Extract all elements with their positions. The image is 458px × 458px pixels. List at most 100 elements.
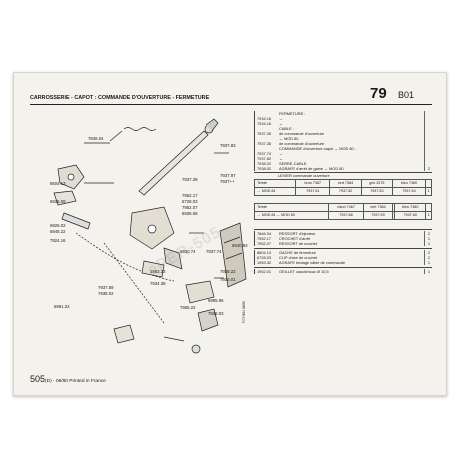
part-row: 8604.13 GACHE de fermeture 2	[255, 250, 433, 255]
callout-5: 7937.97	[220, 173, 236, 178]
part-qty: 2	[424, 166, 433, 171]
table-qty: 1	[425, 187, 432, 196]
catch-hook	[163, 247, 183, 270]
part-desc: → MOD 80	[279, 136, 299, 141]
part-desc: ↔	[279, 121, 283, 126]
part-qty	[424, 141, 433, 146]
footer: 505(D) - 06/80 Printed in France	[30, 374, 106, 384]
table-row-label: → MOD 84	[253, 187, 297, 196]
callout-11: 6935.08	[182, 211, 198, 216]
part-desc: SERRE-CABLE	[279, 161, 307, 166]
callout-26: 6995.96	[208, 298, 224, 303]
header-rule	[30, 104, 432, 105]
callout-10: 7952.07	[182, 205, 198, 210]
table-header: vert 7384	[329, 179, 362, 188]
part-ref: 7952.07	[257, 241, 272, 246]
callout-18: 1953.32	[150, 269, 166, 274]
footer-suffix: (D) - 06/80 Printed in France	[45, 379, 106, 384]
parts-list: FERMETURE :7934.16→7934.16↔CABLE :7937.3…	[253, 111, 433, 361]
lever-rib-2	[225, 252, 243, 260]
part-ref: 6728.03	[257, 255, 272, 260]
lever-rib	[223, 236, 241, 244]
part-row: 7937.82↔	[255, 156, 433, 161]
grommet	[191, 344, 201, 354]
part-row: 7934.16→	[255, 116, 433, 121]
part-qty	[424, 151, 433, 156]
hood-support-rod	[138, 130, 209, 196]
callout-7: 6935.09	[50, 199, 66, 204]
page-title: CARROSSERIE - CAPOT : COMMANDE D'OUVERTU…	[30, 95, 210, 101]
part-desc: GACHE de fermeture	[279, 250, 316, 255]
part-row: 7952.07 RESSORT de crochet 1	[255, 241, 433, 246]
part-qty: 2	[424, 250, 433, 255]
side-reference: F/79 B01 06/80	[242, 301, 246, 323]
table-header: bleu 7380	[394, 203, 427, 212]
release-lever	[219, 222, 247, 288]
callout-9: 6728.03	[182, 199, 198, 204]
part-desc: COMMANDE d'ouverture capot → MOD 80 :	[279, 146, 356, 151]
latch-pivot	[147, 224, 157, 234]
part-qty	[424, 161, 433, 166]
part-row: CABLE :	[255, 126, 433, 131]
table-qty-header	[425, 203, 432, 212]
table-qty: 1	[425, 211, 432, 220]
part-row: 7937.74→	[255, 151, 433, 156]
part-qty: 1	[424, 236, 433, 241]
callout-2: 7937.83	[220, 143, 236, 148]
callout-20: 7930.01	[220, 277, 236, 282]
part-qty: 2	[424, 231, 433, 236]
part-row: 1953.32 AGRAFE bridage câble de commande 1	[255, 260, 433, 265]
callout-15: 6930.74	[180, 249, 196, 254]
table-cell: 7937.54	[391, 187, 427, 196]
lower-rod	[163, 336, 185, 342]
left-catch	[53, 190, 77, 206]
part-desc: FERMETURE :	[279, 111, 306, 116]
rod-bracket	[205, 118, 219, 132]
callout-27: 7936.03	[208, 311, 224, 316]
callout-25: 7965.22	[180, 305, 196, 310]
part-ref: 1953.32	[257, 260, 272, 265]
footer-model: 505	[30, 374, 46, 384]
part-qty: 1	[424, 241, 433, 246]
right-catch	[197, 308, 219, 332]
part-desc: RESSORT de crochet	[279, 241, 317, 246]
part-ref: 7938.02	[257, 161, 272, 166]
callout-6: 7937++	[220, 179, 235, 184]
part-ref: 7937.35	[257, 131, 272, 136]
part-qty	[424, 116, 433, 121]
part-row: COMMANDE d'ouverture capot → MOD 80 :	[255, 146, 433, 151]
part-ref: 8604.13	[257, 250, 272, 255]
cable-run	[103, 242, 165, 324]
table-cell: 7937.53	[360, 187, 393, 196]
table-cell: 7937.52	[329, 187, 362, 196]
part-qty: 1	[424, 260, 433, 265]
part-desc: AGRAFE bridage câble de commande	[279, 260, 346, 265]
part-qty	[424, 146, 433, 151]
callout-8: 7952.17	[182, 193, 198, 198]
table-header: bleu 7360	[391, 179, 427, 188]
part-qty	[424, 126, 433, 131]
lower-clip	[113, 324, 135, 344]
parts-group-closure: FERMETURE :7934.16→7934.16↔CABLE :7937.3…	[254, 111, 433, 171]
part-qty	[424, 121, 433, 126]
callout-1: 7846.04	[88, 136, 104, 141]
separator	[254, 229, 432, 230]
part-ref: 7934.16	[257, 121, 272, 126]
left-clip	[61, 212, 91, 230]
table-qty-header	[425, 179, 432, 188]
lever-title: LEVIER commande ouverture	[278, 173, 330, 178]
lever-title-row: LEVIER commande ouverture	[254, 173, 432, 178]
table-row-label: → MOD 84 ↔ MOD 80	[253, 211, 330, 220]
callout-14: 7924.16	[50, 238, 66, 243]
part-row: FERMETURE :	[255, 111, 433, 116]
callout-23: 7938.02	[98, 291, 114, 296]
callout-17: 6940.93	[232, 243, 248, 248]
